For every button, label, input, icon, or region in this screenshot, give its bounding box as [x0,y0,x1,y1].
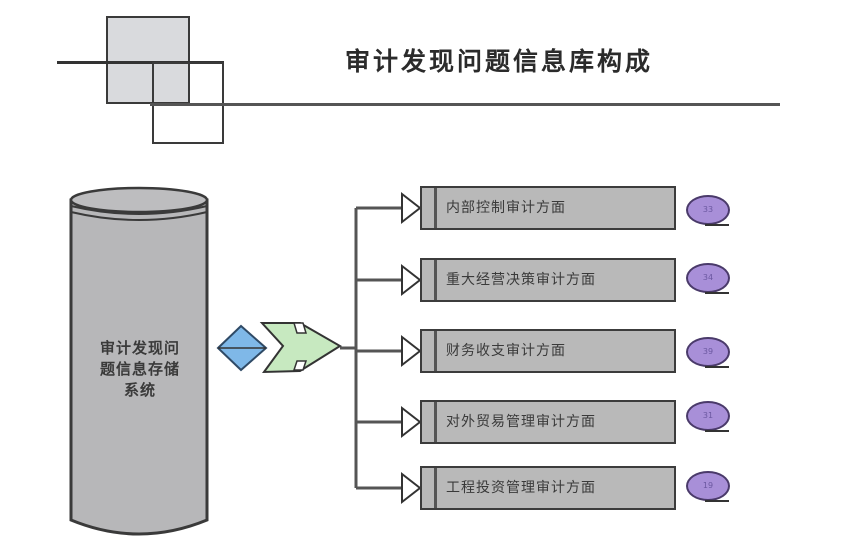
arrowhead-icon [401,191,422,225]
storage-system-label: 审计发现问 题信息存储 系统 [72,338,208,401]
header-rule [150,103,780,106]
badge-underline [705,366,729,368]
box-strip [434,468,437,508]
category-box-finance: 财务收支审计方面 [420,329,676,373]
storage-label-line: 审计发现问 [99,339,180,357]
storage-label-line: 系统 [123,381,156,399]
box-strip [434,260,437,300]
category-label: 内部控制审计方面 [446,200,566,216]
box-strip [434,331,437,371]
category-label: 对外贸易管理审计方面 [446,414,596,430]
badge-underline [705,224,729,226]
category-box-foreign-trade: 对外贸易管理审计方面 [420,400,676,444]
category-label: 工程投资管理审计方面 [446,480,596,496]
category-label: 重大经营决策审计方面 [446,272,596,288]
arrowheads [401,191,422,505]
arrowhead-icon [401,405,422,439]
box-strip [434,402,437,442]
count-badge: 31 [686,401,730,431]
box-strip [434,188,437,228]
category-box-engineering-investment: 工程投资管理审计方面 [420,466,676,510]
count-badge: 19 [686,471,730,501]
page-title: 审计发现问题信息库构成 [345,47,654,76]
arrowhead-icon [401,471,422,505]
count-badge: 33 [686,195,730,225]
category-label: 财务收支审计方面 [446,343,566,359]
diamond-connector-icon [216,324,268,372]
count-badge: 34 [686,263,730,293]
category-box-internal-control: 内部控制审计方面 [420,186,676,230]
badge-underline [705,500,729,502]
storage-label-line: 题信息存储 [99,360,180,378]
arrowhead-icon [401,263,422,297]
header-decor-line-top [57,61,224,64]
category-box-major-decisions: 重大经营决策审计方面 [420,258,676,302]
header-decor-filled-square [106,16,190,104]
badge-underline [705,292,729,294]
badge-underline [705,430,729,432]
arrowhead-icon [401,334,422,368]
storage-cylinder-icon [69,186,209,536]
green-arrow-icon [259,322,342,374]
count-badge: 39 [686,337,730,367]
tree-connector-lines [340,206,402,490]
